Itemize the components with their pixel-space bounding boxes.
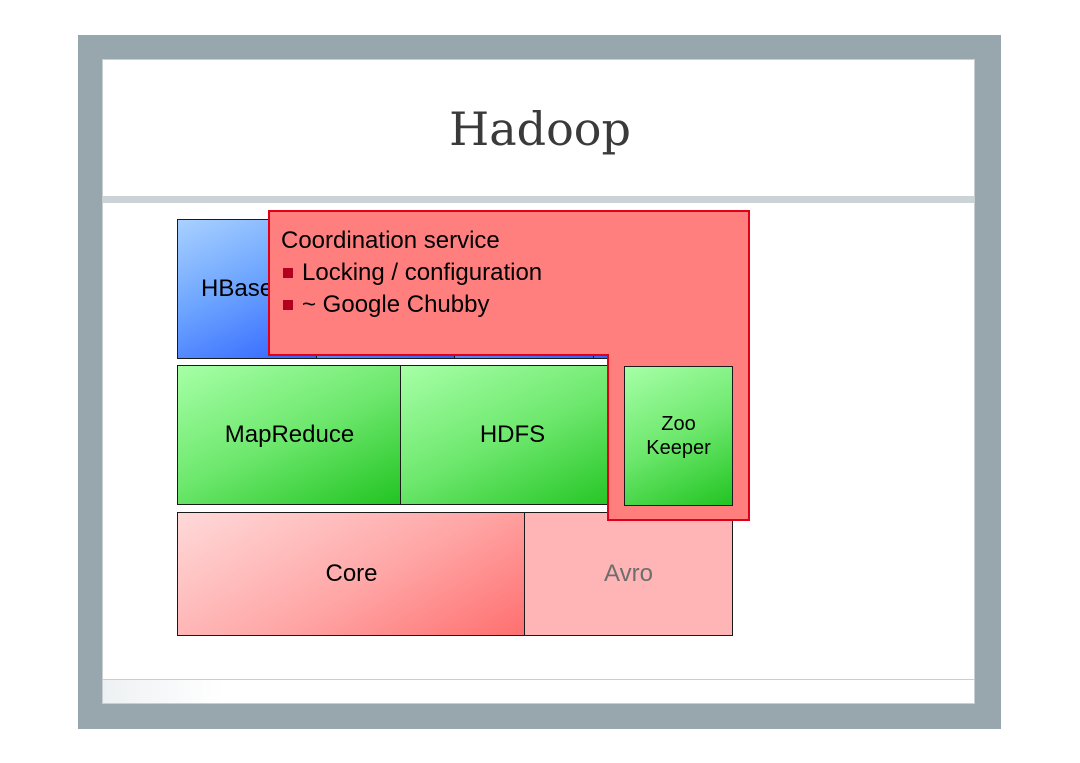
zookeeper-label-line2: Keeper (646, 437, 711, 459)
callout-bullet-2: ~ Google Chubby (281, 289, 741, 321)
mapreduce-block: MapReduce (177, 365, 402, 505)
callout-bullet-1-text: Locking / configuration (302, 259, 543, 286)
avro-label: Avro (604, 560, 653, 587)
zookeeper-label-line1: Zoo (661, 413, 696, 435)
callout-bullet-2-text: ~ Google Chubby (302, 291, 490, 318)
callout-bullet-1: Locking / configuration (281, 257, 741, 289)
callout-heading: Coordination service (281, 227, 500, 254)
footer-accent (103, 680, 223, 703)
callout-text: Coordination service Locking / configura… (281, 225, 741, 321)
core-label: Core (325, 560, 378, 587)
slide-title: Hadoop (449, 102, 631, 156)
bullet-square-icon (283, 268, 293, 278)
avro-block: Avro (524, 512, 733, 636)
footer-divider (103, 679, 974, 680)
bullet-square-icon (283, 300, 293, 310)
hdfs-block: HDFS (400, 365, 625, 505)
hbase-label: HBase (201, 275, 274, 302)
hdfs-label: HDFS (479, 421, 546, 448)
core-block: Core (177, 512, 526, 636)
mapreduce-label: MapReduce (224, 421, 355, 448)
title-divider (103, 196, 974, 203)
zookeeper-block: Zoo Keeper (624, 366, 733, 506)
